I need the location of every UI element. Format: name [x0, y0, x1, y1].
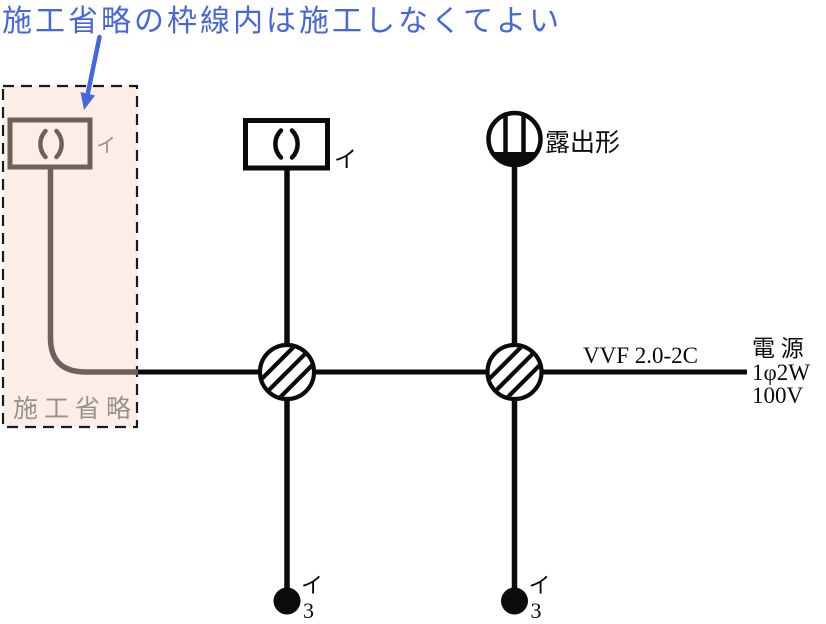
lamp-label: イ [334, 147, 357, 172]
omission-box: 施工省略 イ [1, 84, 139, 429]
omission-box-label: 施工省略 [13, 395, 137, 423]
junction-box-icon [485, 342, 544, 402]
omitted-lamp-right-paren [54, 128, 64, 160]
omitted-wire [47, 167, 138, 375]
hatch-line [491, 349, 538, 395]
three-way-switch-icon: イ 3 [273, 573, 323, 623]
rosette-filled-base [492, 152, 537, 165]
junction-box-hatch [262, 347, 312, 397]
switch-label: イ [301, 573, 323, 598]
cable-label: VVF 2.0-2C [583, 343, 698, 368]
power-voltage: 100V [752, 383, 804, 408]
omission-box-frame [1, 84, 139, 429]
note-arrow-icon [80, 34, 102, 110]
switch-ways: 3 [303, 598, 314, 623]
three-way-switch-icon: イ 3 [501, 573, 551, 623]
power-name: 電 源 [752, 336, 804, 361]
switch-dot [501, 587, 528, 615]
note-text: 施工省略の枠線内は施工しなくてよい [2, 5, 562, 38]
junction-box-icon [257, 342, 317, 402]
lamp-symbol-icon [243, 118, 330, 171]
hatch-line [501, 358, 540, 397]
omitted-lamp-left-paren [38, 128, 48, 160]
wiring-lines [138, 164, 747, 590]
omitted-lamp-symbol-icon [7, 117, 93, 170]
junction-box-hatch [489, 347, 540, 397]
switch-dot [273, 587, 301, 615]
omitted-lamp-body [7, 117, 93, 170]
power-source-label: 電 源 1φ2W 100V [752, 336, 810, 408]
lamp-left-paren [273, 128, 284, 160]
power-phase: 1φ2W [752, 360, 810, 385]
lamp-right-paren [289, 128, 300, 160]
switch-label: イ [529, 573, 551, 598]
note-arrow-head [80, 92, 95, 110]
hatch-line [489, 347, 528, 386]
lamp-body [243, 118, 330, 171]
switch-ways: 3 [531, 598, 542, 623]
note-arrow-shaft [85, 34, 102, 98]
hatch-line [262, 347, 301, 386]
hatch-line [273, 358, 312, 397]
ceiling-light-label: 露出形 [545, 129, 620, 157]
hatch-line [264, 349, 310, 395]
omitted-lamp-label: イ [96, 135, 116, 157]
ceiling-rosette-icon [486, 110, 543, 168]
